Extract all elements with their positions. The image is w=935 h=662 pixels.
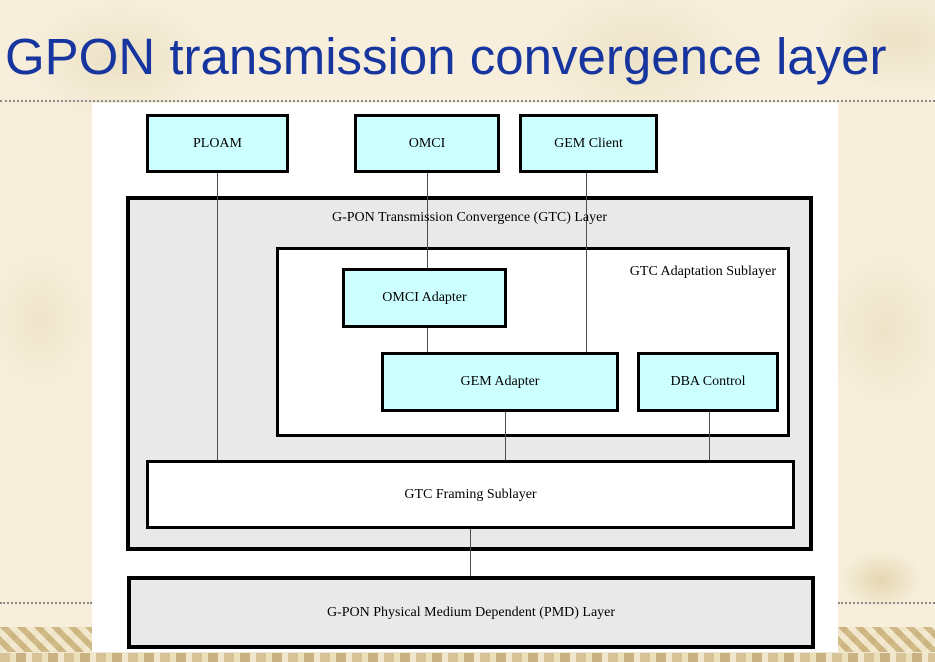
box-gem-adapter: GEM Adapter bbox=[381, 352, 619, 412]
pmd-layer-box: G-PON Physical Medium Dependent (PMD) La… bbox=[127, 576, 815, 649]
divider-dotted-top bbox=[0, 100, 935, 102]
box-omci: OMCI bbox=[354, 114, 500, 173]
box-omci-adapter: OMCI Adapter bbox=[342, 268, 507, 328]
connector-ploam-to-framing bbox=[217, 173, 218, 460]
background-watermark bbox=[828, 540, 935, 620]
box-gem-client: GEM Client bbox=[519, 114, 658, 173]
connector-omci-to-omci-adapter bbox=[427, 173, 428, 268]
box-dba-control: DBA Control bbox=[637, 352, 779, 412]
connector-gem-client-to-gem-adapter bbox=[586, 173, 587, 352]
box-ploam: PLOAM bbox=[146, 114, 289, 173]
slide-title: GPON transmission convergence layer bbox=[5, 28, 887, 86]
divider-dotted-left bbox=[0, 602, 92, 604]
connector-omci-adapter-to-gem-adapter bbox=[427, 328, 428, 352]
connector-gem-adapter-to-framing bbox=[505, 412, 506, 460]
divider-dotted-right bbox=[838, 602, 935, 604]
framing-sublayer-box: GTC Framing Sublayer bbox=[146, 460, 795, 529]
ornament-bottom-band bbox=[0, 652, 935, 662]
connector-framing-to-pmd bbox=[470, 529, 471, 576]
adaptation-sublayer-label: GTC Adaptation Sublayer bbox=[629, 264, 776, 279]
connector-dba-to-framing bbox=[709, 412, 710, 460]
